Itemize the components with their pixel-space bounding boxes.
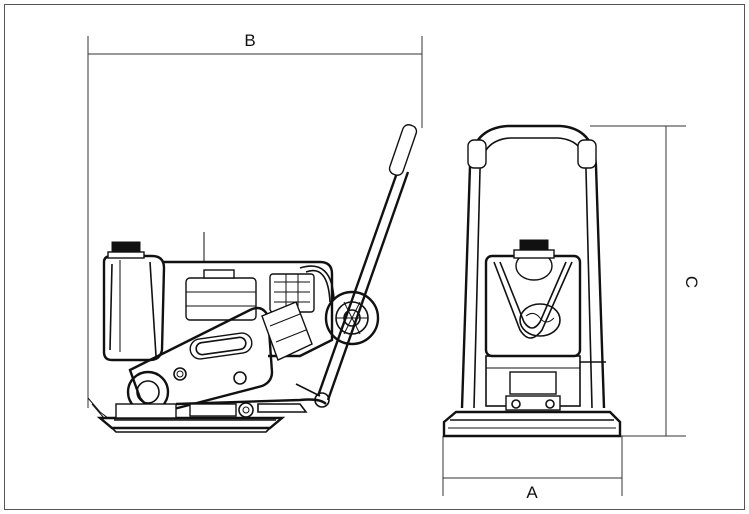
dimension-a-label: A <box>526 483 538 502</box>
front-view: C A <box>442 124 701 502</box>
front-engine-cage <box>484 239 582 358</box>
front-handle <box>460 124 606 409</box>
side-engine <box>164 232 335 358</box>
side-base-plate <box>87 397 286 433</box>
side-muffler <box>261 301 313 361</box>
dimension-c: C <box>590 125 701 437</box>
side-fuel-tank <box>102 241 166 362</box>
dimension-a: A <box>442 436 623 502</box>
drawing-border <box>4 4 745 510</box>
side-view: B <box>87 31 423 433</box>
side-belt-guard <box>128 306 274 412</box>
dimension-c-label: C <box>682 276 701 288</box>
dimension-b: B <box>87 31 423 408</box>
front-lower-mechanism <box>485 355 606 411</box>
side-handle <box>295 124 418 408</box>
side-lower-frame <box>175 398 327 418</box>
front-base-plate <box>442 410 622 438</box>
dimension-b-label: B <box>244 31 255 50</box>
side-exciter <box>115 370 177 419</box>
